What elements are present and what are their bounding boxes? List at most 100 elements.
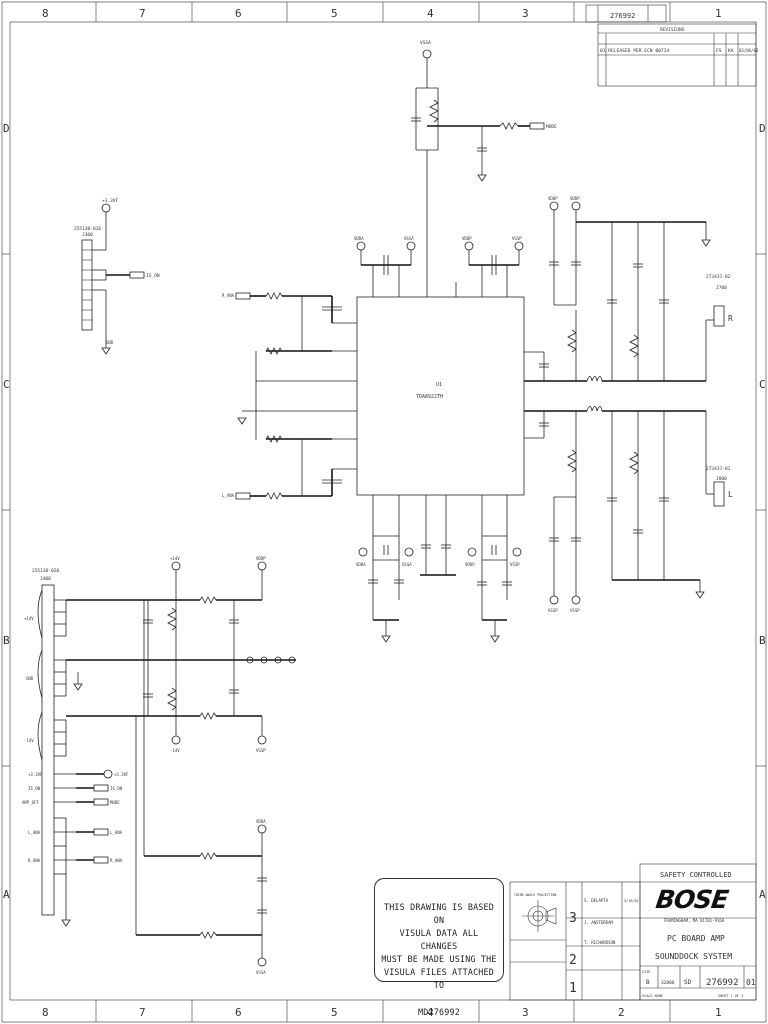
rail-label: +14V — [170, 556, 180, 561]
row-labels: D C B A D C B A — [3, 122, 766, 901]
stage-number: 3 — [569, 911, 577, 926]
drawing-title-1: PC BOARD AMP — [667, 934, 725, 943]
signal-label: IS_ON — [110, 786, 123, 791]
revisions-header: REVISIONS — [660, 27, 685, 33]
inner-frame — [9, 21, 757, 1001]
note-line: VISULA FILES ATTACHED TO — [383, 967, 495, 990]
doc-number-box: 276992 — [585, 4, 667, 23]
col-label: 6 — [235, 7, 242, 20]
col-label: 8 — [42, 7, 49, 20]
bose-logo: BOSE — [654, 885, 741, 914]
stage-number: 2 — [569, 953, 577, 968]
note-line: THIS DRAWING IS BASED ON — [383, 902, 495, 925]
rail-label: VSSA — [402, 562, 412, 567]
fscm: 32008 — [661, 980, 675, 986]
signal-label: MODE — [546, 124, 557, 130]
col-label: 3 — [522, 1006, 529, 1019]
col-label: 8 — [42, 1006, 49, 1019]
col-label: 4 — [427, 7, 434, 20]
column-labels-bottom: 8 7 6 5 4 3 2 1 — [42, 1006, 722, 1019]
size-label: SIZE — [642, 970, 650, 974]
j400-connector: 255130-020 J400 +14V GND -14V — [22, 568, 129, 927]
output-stage: VDDP VDDP 273437-02 J700 R — [524, 196, 733, 613]
supply-decoupling-bottom: VDDA VSSA VDDP VSSP — [356, 517, 522, 643]
projection-label: THIRD ANGLE PROJECTION — [514, 893, 556, 897]
rail-label: VDDP — [465, 562, 475, 567]
rail-label: VSSA — [256, 970, 266, 975]
power-rails: +14V VDDP -14V VSSP VDDA — [66, 556, 296, 975]
rail-label: +3.3VF — [102, 198, 119, 204]
rail-label: VDDA — [356, 562, 366, 567]
drawing-size: B — [646, 979, 650, 986]
col-label: 1 — [715, 7, 722, 20]
rail-label: VDDP — [462, 236, 472, 241]
drawing-title-2: SOUNDDOCK SYSTEM — [655, 952, 732, 961]
signal-label: R_ANA — [222, 293, 235, 298]
col-label: 5 — [331, 1006, 338, 1019]
rail-label: VDDP — [256, 556, 266, 561]
title-block-frame — [509, 863, 757, 1001]
row-label: D — [759, 122, 766, 135]
rail-label: VDDA — [256, 819, 266, 824]
sheet: SHEET 1 OF 1 — [718, 994, 743, 998]
ic-part: TDA8922TH — [416, 394, 443, 400]
signal-label: L_ANA — [110, 830, 123, 835]
revision-by: FS — [716, 48, 722, 54]
col-label: 7 — [139, 1006, 146, 1019]
signal-label: R_ANA — [110, 858, 123, 863]
connector-part: 255130-016 — [74, 226, 101, 232]
row-label: A — [759, 888, 766, 901]
revision-chk: KA — [728, 48, 734, 54]
j300-connector: 255130-016 J300 +3.3VF IS_ON GND — [74, 198, 160, 355]
connector-ref: J400 — [40, 576, 51, 582]
connector-part: 273437-02 — [706, 274, 731, 280]
connector-ref: J300 — [82, 232, 93, 238]
col-label: 6 — [235, 1006, 242, 1019]
note-line: VISULA DATA ALL CHANGES — [399, 928, 479, 951]
visula-note: THIS DRAWING IS BASED ON VISULA DATA ALL… — [374, 878, 504, 1017]
rail-label: -14V — [170, 748, 180, 753]
drawn-by: S. DELAPTA — [584, 898, 609, 903]
scale: SCALE NONE — [642, 994, 663, 998]
rail-label: VSSP — [548, 608, 558, 613]
rail-label: VSSA — [404, 236, 414, 241]
signal-label: R_ANA — [28, 858, 41, 863]
note-line: MUST BE MADE USING THE — [381, 954, 497, 964]
col-label: 7 — [139, 7, 146, 20]
connector-part: 273437-01 — [706, 466, 731, 472]
company-address: FRAMINGHAM, MA 01701-9168 — [664, 918, 725, 923]
safety-label: SAFETY CONTROLLED — [660, 871, 732, 879]
rail-label: GND — [26, 676, 34, 681]
rail-label: +14V — [24, 616, 34, 621]
rail-label: VSSP — [570, 608, 580, 613]
row-label: D — [3, 122, 10, 135]
col-label: 1 — [715, 1006, 722, 1019]
revisions-table: REVISIONS 01 RELEASED PER ECN 00714 FS K… — [597, 23, 759, 87]
connector-ref: J800 — [716, 476, 727, 482]
revision-row: 01 RELEASED PER ECN 00714 — [600, 48, 669, 54]
approval-date: 3/16/02 — [624, 899, 639, 903]
rail-label: GND — [106, 340, 114, 345]
amplifier-ic: U1 TDA8922TH — [332, 150, 544, 575]
rail-label: VSSP — [510, 562, 520, 567]
rail-label: +3.3VF — [28, 772, 43, 777]
connector-ref: J700 — [716, 285, 727, 291]
drawing-class: SD — [684, 979, 692, 986]
signal-label: L_ANA — [28, 830, 41, 835]
brand-text: BOSE — [654, 885, 730, 914]
input-network: R_ANA L_ANA — [222, 292, 342, 500]
doc-number-top: 276992 — [610, 12, 635, 20]
channel-side: L — [728, 490, 733, 499]
row-label: B — [3, 634, 10, 647]
row-label: C — [759, 378, 766, 391]
rail-label: VDDP — [570, 196, 580, 201]
supply-decoupling-top: VDDA VSSA VDDP VSSP — [354, 236, 524, 275]
note-file: MD276992 — [418, 1007, 460, 1017]
col-label: 4 — [427, 1006, 434, 1019]
col-label: 2 — [618, 1006, 625, 1019]
signal-label: IS_ON — [28, 786, 41, 791]
connector-part: 255130-020 — [32, 568, 59, 574]
signal-label: L_ANA — [222, 493, 235, 498]
mode-network: VSSA MODE — [411, 40, 557, 182]
